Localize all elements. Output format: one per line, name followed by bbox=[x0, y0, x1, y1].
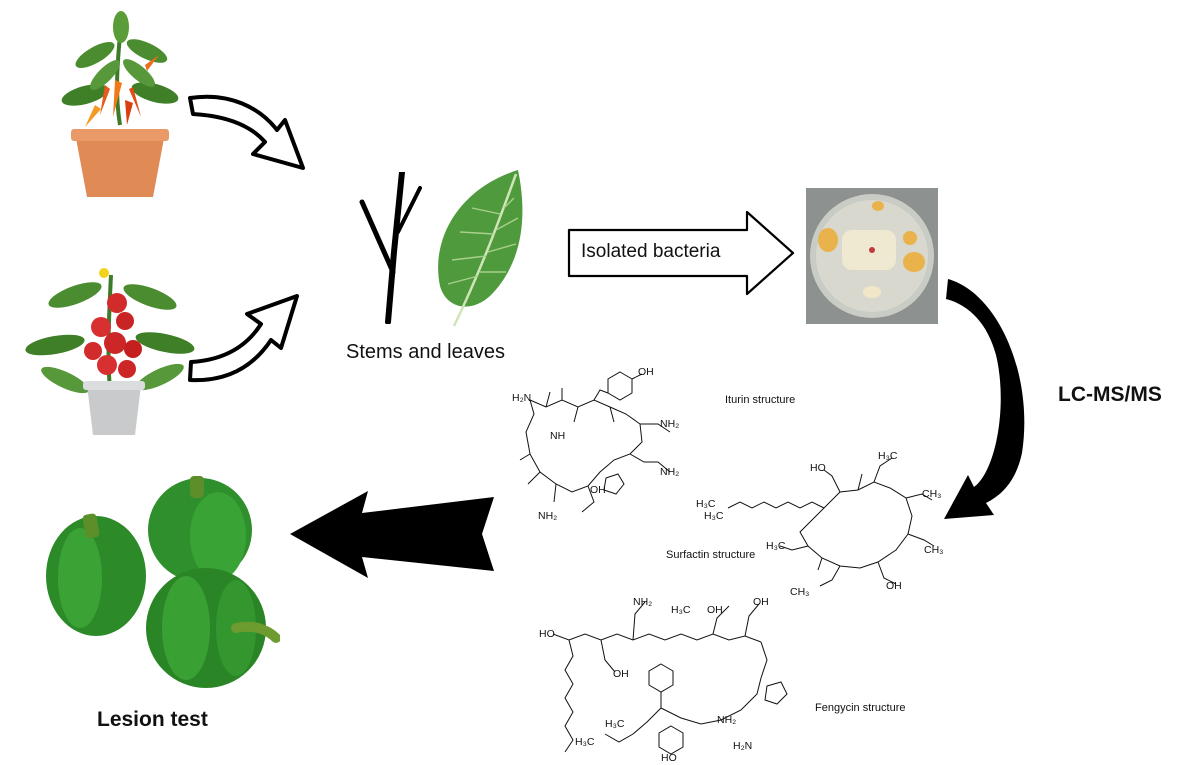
leaf-icon bbox=[430, 168, 530, 328]
surfactin-label: Surfactin structure bbox=[666, 549, 756, 561]
arrow-tomato-to-stems bbox=[185, 292, 310, 387]
fengycin-structure-drawing: HO NH₂ H₃C OH OH OH H₃C H₃C HO H₂N NH₂ bbox=[535, 594, 815, 764]
fengycin-label: Fengycin structure bbox=[815, 702, 906, 714]
pepper-plant-illustration bbox=[55, 5, 185, 205]
green-peppers-photo bbox=[40, 468, 280, 693]
iturin-structure-drawing: H₂N OH NH₂ NH₂ NH₂ NH OH bbox=[512, 366, 680, 522]
stems-and-leaves-label: Stems and leaves bbox=[346, 341, 505, 363]
lcms-label: LC-MS/MS bbox=[1058, 383, 1162, 406]
isolated-bacteria-label: Isolated bacteria bbox=[581, 241, 721, 262]
lesion-test-label: Lesion test bbox=[97, 708, 208, 731]
surfactin-structure-drawing: H₃C H₃C HO H₃C CH₃ CH₃ OH CH₃ H₃C bbox=[696, 450, 944, 598]
stem-icon bbox=[358, 172, 424, 324]
iturin-label: Iturin structure bbox=[725, 394, 796, 406]
isolated-bacteria-arrow bbox=[567, 210, 797, 296]
lesion-test-arrow bbox=[288, 477, 498, 592]
petri-dish-photo bbox=[806, 188, 938, 324]
tomato-plant-illustration bbox=[25, 265, 195, 440]
lcms-curved-arrow bbox=[938, 275, 1038, 545]
arrow-pepper-to-stems bbox=[185, 90, 310, 175]
